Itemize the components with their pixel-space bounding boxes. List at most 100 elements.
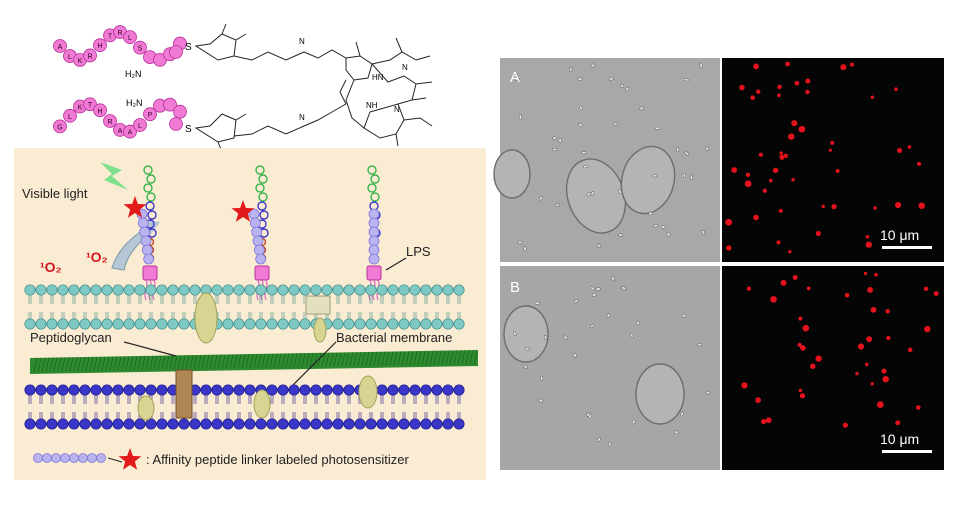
bottom-chain-residue — [163, 97, 177, 112]
fluorescent-bacterium — [798, 388, 803, 393]
linker-bead — [368, 226, 380, 238]
linker-bead — [368, 208, 380, 220]
bottom-chain-residue — [63, 108, 77, 123]
panel-label-a: A — [510, 69, 520, 86]
peptidoglycan-label: Peptidoglycan — [30, 330, 112, 345]
bacterium — [621, 286, 626, 290]
bacterium — [558, 137, 562, 143]
top-chain-residue — [93, 38, 107, 53]
bacterium — [590, 324, 595, 328]
bacterium — [631, 419, 636, 425]
fluorescent-bacterium — [821, 204, 825, 209]
fluorescent-bacterium — [885, 309, 890, 314]
amine-label-top: H₂N — [125, 69, 142, 79]
legend-bead — [78, 453, 88, 463]
bacterium — [683, 173, 686, 179]
bacterium — [639, 106, 644, 111]
fluorescent-bacterium — [744, 180, 752, 188]
bacterium — [648, 212, 654, 216]
fluorescent-bacterium — [772, 167, 779, 174]
bottom-chain-residue — [123, 124, 137, 139]
fluorescent-bacterium — [756, 89, 761, 94]
top-chain-residue-letter: S — [138, 46, 143, 53]
fluorescent-bacterium — [866, 336, 873, 343]
nh-label-bottom: N — [299, 113, 305, 122]
bacterium — [552, 136, 558, 140]
bacterium — [518, 114, 522, 120]
membrane-protein-2 — [305, 295, 331, 315]
bottom-chain-residue-letter: L — [68, 114, 72, 121]
scale-bar-label-b: 10 μm — [880, 431, 919, 447]
fluorescent-bacterium — [799, 393, 806, 399]
linker-bead — [368, 253, 380, 265]
fluorescent-bacterium — [924, 325, 931, 333]
singlet-oxygen-label-2: ¹O₂ — [86, 249, 108, 265]
bacterium — [701, 229, 705, 235]
top-chain-residue — [133, 40, 147, 55]
peptide-bead — [143, 165, 153, 175]
bacterium — [574, 299, 579, 304]
fluorescent-bacterium — [870, 382, 874, 386]
lps-label: LPS — [406, 244, 431, 259]
fluorescent-bacterium — [815, 355, 822, 362]
bottom-chain-residue-letter: P — [148, 112, 153, 119]
bacterium — [544, 334, 548, 340]
bacterium — [523, 364, 528, 369]
fluorescent-bacterium — [916, 405, 921, 410]
scale-bar-label-a: 10 μm — [880, 227, 919, 243]
bacterium — [586, 192, 591, 197]
bottom-chain-residue-letter: A — [128, 130, 133, 137]
top-chain-residue-letter: A — [58, 44, 63, 51]
peptide-bead — [146, 192, 156, 202]
bottom-chain-residue — [53, 119, 67, 134]
fluorescent-bacterium — [835, 169, 840, 174]
fluorescent-bacterium — [746, 286, 752, 291]
fluorescent-bacterium — [850, 62, 855, 67]
fluorescent-bacterium — [768, 178, 773, 183]
scale-bar-a — [882, 246, 932, 249]
bacterium — [652, 174, 658, 178]
linker-bead — [368, 235, 380, 247]
fluorescent-bacterium — [800, 345, 806, 351]
scale-bar-b — [882, 450, 932, 453]
bacterial-membrane-label: Bacterial membrane — [336, 330, 452, 345]
fluorescent-bacterium — [844, 292, 850, 298]
fluorescent-bacterium — [755, 397, 761, 404]
porphyrin-n-1: HN — [372, 73, 384, 82]
top-chain-residue — [123, 30, 137, 45]
top-chain-residue-letter: H — [97, 43, 102, 50]
bacterium — [578, 123, 583, 127]
fluorescent-bacterium — [873, 206, 877, 210]
fluorescent-bacterium — [895, 420, 901, 426]
nh-label-top: N — [299, 37, 305, 46]
fluorescent-bacterium — [761, 419, 767, 425]
bright-field-b — [500, 266, 720, 470]
bacterium — [673, 430, 679, 434]
fluorescence-b — [722, 266, 944, 470]
bacterium — [676, 147, 680, 153]
fluorescent-bacterium — [865, 362, 869, 367]
bacterium — [666, 232, 671, 237]
fluorescent-bacterium — [870, 95, 875, 99]
peptide-bead — [370, 192, 380, 202]
bacterium — [540, 376, 544, 381]
fluorescent-bacterium — [933, 291, 939, 296]
bacterium — [613, 122, 618, 126]
peptide-bead — [367, 183, 377, 193]
linker-bead — [143, 253, 155, 265]
micrograph-panels: A B 10 μm 10 μm — [493, 58, 944, 470]
fluorescent-bacterium — [897, 147, 903, 154]
fluorescent-bacterium — [788, 250, 792, 254]
bacterium — [636, 320, 640, 326]
top-chain-residue-letter: L — [128, 35, 132, 42]
fluorescent-bacterium — [780, 279, 787, 286]
bacterium — [524, 347, 530, 351]
linker-bead — [249, 217, 261, 229]
bacterium — [595, 287, 601, 291]
bacterium — [655, 126, 661, 130]
legend-bead — [42, 453, 52, 463]
fluorescent-bacterium — [882, 375, 889, 383]
bacterium — [684, 151, 689, 156]
fluorescent-bacterium — [876, 401, 884, 409]
